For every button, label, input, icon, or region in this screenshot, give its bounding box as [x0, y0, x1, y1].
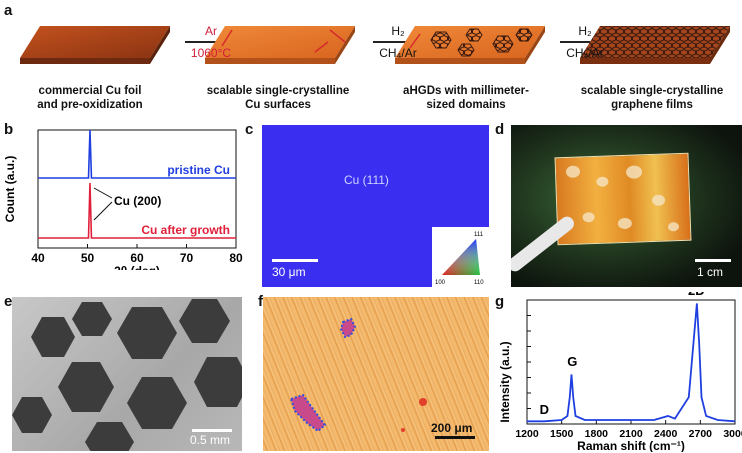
ipf-111-label: 111 — [474, 232, 484, 238]
sem-image: 0.5 mm — [12, 297, 242, 451]
x-tick-label: 3000 — [723, 428, 742, 440]
peak-label: G — [567, 354, 577, 369]
caption-step1-line1: commercial Cu foil — [38, 85, 142, 97]
caption-step1: commercial Cu foil and pre-oxidization — [0, 84, 180, 112]
x-axis-label: Raman shift (cm⁻¹) — [577, 439, 685, 452]
domain-hexagon — [85, 422, 134, 451]
optical-image: 200 μm — [263, 297, 489, 451]
arrow2-bottom-label: CH₄/Ar — [379, 46, 417, 60]
ipf-110-label: 110 — [474, 280, 484, 286]
scale-label-c: 30 μm — [272, 265, 306, 279]
caption-step2: scalable single-crystalline Cu surfaces — [188, 84, 368, 112]
caption-step1-line2: and pre-oxidization — [37, 99, 143, 111]
annotation-arrow — [93, 201, 113, 221]
y-axis-label: Intensity (a.u.) — [498, 341, 512, 422]
panel-label-a: a — [4, 2, 13, 19]
x-tick-label: 2100 — [619, 428, 643, 440]
arrow1-top-label: Ar — [205, 24, 217, 38]
foil-commercial-cu — [20, 26, 170, 64]
panel-label-f: f — [258, 293, 263, 310]
domain-hexagon — [31, 317, 75, 357]
series-line — [527, 303, 736, 423]
ipf-100-label: 100 — [435, 280, 446, 286]
cu111-label: Cu (111) — [344, 173, 389, 187]
ipf-legend: 111 100 110 — [432, 227, 489, 287]
x-tick-label: 1500 — [550, 428, 574, 440]
domain-hexagon — [194, 357, 242, 407]
arrow3-bottom-label: CH₄/Ar — [566, 46, 604, 60]
graphene-flake — [289, 393, 327, 433]
panel-label-e: e — [4, 293, 13, 310]
foil-graphene-film — [580, 26, 730, 64]
panel-label-g: g — [495, 293, 505, 310]
caption-step4: scalable single-crystalline graphene fil… — [562, 84, 742, 112]
scale-label-e: 0.5 mm — [190, 433, 231, 447]
panel-label-b: b — [4, 121, 14, 138]
caption-step3-line2: sized domains — [426, 99, 506, 111]
x-tick-label: 40 — [31, 251, 45, 265]
panel-a-schematic — [20, 26, 730, 64]
annotation-arrow — [93, 187, 113, 199]
domain-hexagon — [72, 302, 112, 336]
domain-hexagon — [12, 397, 52, 433]
caption-step2-line1: scalable single-crystalline — [206, 85, 350, 97]
series-label: pristine Cu — [167, 163, 230, 177]
foil-ahgd-domains — [395, 26, 545, 64]
series-label: Cu after growth — [141, 223, 230, 237]
graphene-sample — [554, 152, 692, 246]
caption-step2-line2: Cu surfaces — [245, 99, 311, 111]
x-tick-label: 60 — [130, 251, 144, 265]
xrd-chart: 40 50 60 70 80 2θ (deg) Count (a.u.) pristine C… — [3, 129, 243, 270]
scale-bar — [272, 259, 318, 262]
raman-chart: 1200 1500 1800 2100 2400 2700 3000Raman shift … — [498, 292, 742, 452]
x-tick-label: 80 — [229, 251, 243, 265]
caption-step3: aHGDs with millimeter- sized domains — [376, 84, 556, 112]
arrow3-top-label: H₂ — [578, 24, 592, 38]
foil-single-crystal-cu — [205, 26, 355, 64]
peak-label: D — [540, 402, 549, 417]
scale-bar — [192, 429, 232, 432]
x-tick-label: 50 — [81, 251, 95, 265]
domain-hexagon — [117, 307, 177, 359]
scale-bar — [695, 259, 731, 262]
peak-label: 2D — [688, 292, 705, 298]
y-axis-label: Count (a.u.) — [3, 156, 17, 223]
series-line — [38, 129, 236, 179]
caption-step4-line1: scalable single-crystalline — [580, 85, 724, 97]
scale-bar — [435, 436, 475, 439]
graphene-photo: 1 cm — [511, 125, 742, 287]
domain-hexagon — [127, 377, 187, 429]
graphene-flake — [339, 317, 357, 339]
x-axis-label: 2θ (deg) — [114, 264, 160, 270]
x-tick-label: 70 — [180, 251, 194, 265]
scale-label-f: 200 μm — [431, 421, 473, 435]
caption-step4-line2: graphene films — [611, 99, 693, 111]
x-tick-label: 1200 — [515, 428, 539, 440]
caption-step3-line1: aHGDs with millimeter- — [403, 85, 529, 97]
scale-label-d: 1 cm — [697, 265, 724, 279]
arrow1-bottom-label: 1060°C — [190, 46, 232, 60]
ebsd-map: Cu (111) 30 μm 111 100 110 — [262, 125, 489, 287]
x-tick-label: 2400 — [654, 428, 678, 440]
series-line — [38, 182, 236, 239]
domain-hexagon — [58, 362, 114, 412]
domain-hexagon — [179, 299, 230, 343]
peak-annotation: Cu (200) — [114, 194, 161, 208]
panel-label-c: c — [245, 121, 254, 138]
x-tick-label: 2700 — [689, 428, 713, 440]
arrow2-top-label: H₂ — [391, 24, 405, 38]
panel-label-d: d — [495, 121, 505, 138]
x-tick-label: 1800 — [585, 428, 609, 440]
